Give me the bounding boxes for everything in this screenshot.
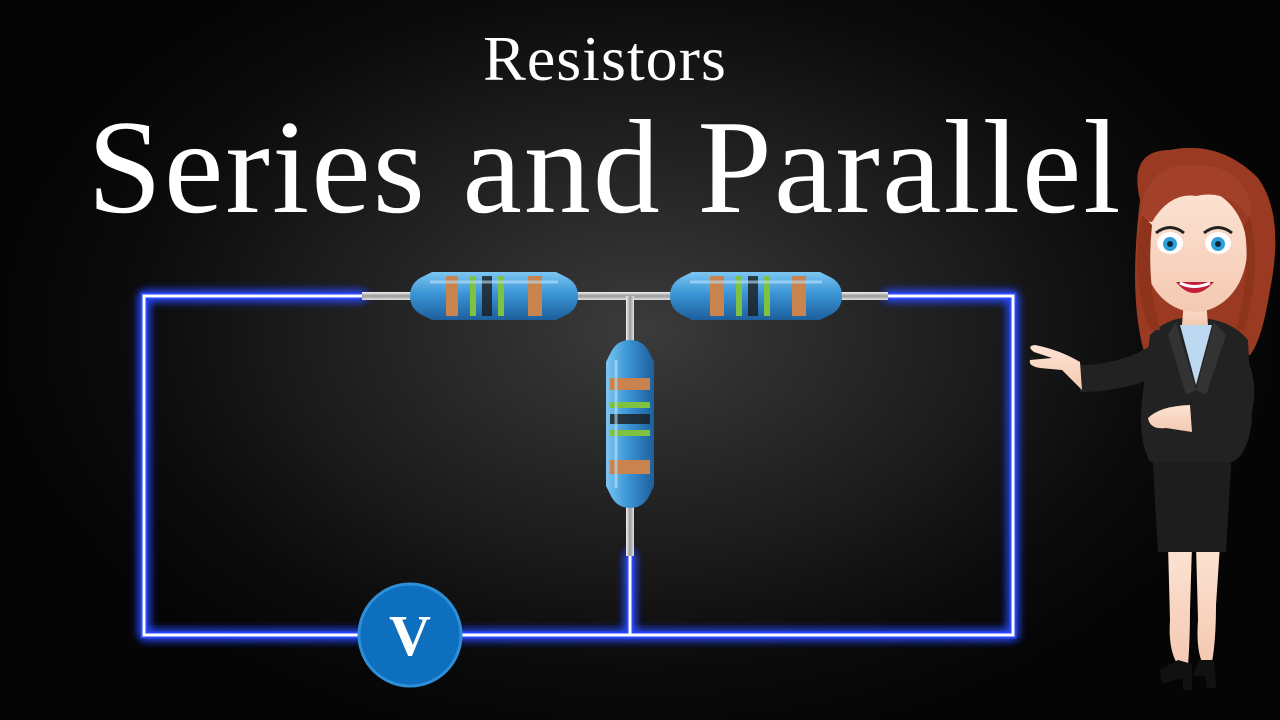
resistor-vertical xyxy=(606,340,654,508)
title-resistors: Resistors xyxy=(483,23,727,94)
title-series-and-parallel: Series and Parallel xyxy=(87,93,1123,241)
wire-core xyxy=(142,294,1015,637)
glowing-wire-loop xyxy=(140,292,1017,639)
voltmeter-icon xyxy=(357,582,463,688)
resistor-top-right xyxy=(670,272,842,320)
presenter-woman-illustration xyxy=(1029,147,1276,690)
resistor-top-left xyxy=(410,272,578,320)
